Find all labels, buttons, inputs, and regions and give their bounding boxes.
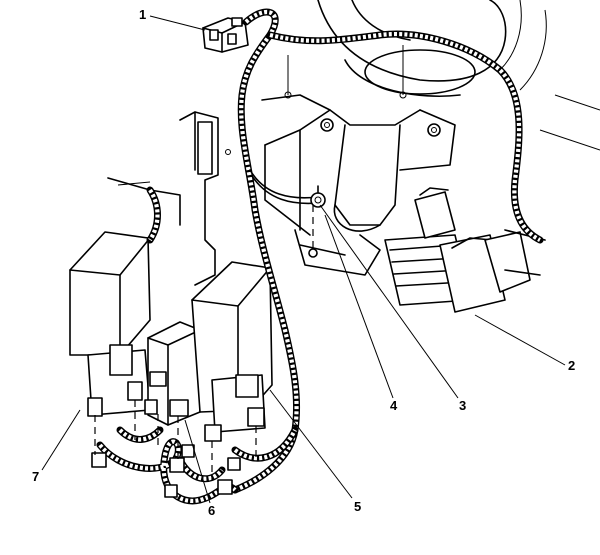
bottom-plugs xyxy=(91,444,241,498)
connector-1 xyxy=(202,17,249,53)
wiring-harness xyxy=(96,8,544,505)
connector-block-6 xyxy=(144,321,201,426)
callout-4: 4 xyxy=(390,398,398,413)
steering-column xyxy=(317,0,600,232)
callout-6: 6 xyxy=(208,503,215,518)
module-5 xyxy=(191,261,273,442)
ground-wire xyxy=(249,169,326,208)
callout-leaders xyxy=(41,15,566,504)
assembly-lines xyxy=(94,205,314,480)
callout-7: 7 xyxy=(32,469,39,484)
callout-3: 3 xyxy=(459,398,466,413)
module-7 xyxy=(69,231,151,417)
connector-2 xyxy=(384,187,546,313)
left-panel-bracket xyxy=(107,111,231,286)
callout-1: 1 xyxy=(139,7,146,22)
mounting-bracket xyxy=(261,45,456,276)
callout-5: 5 xyxy=(354,499,361,514)
callout-2: 2 xyxy=(568,358,575,373)
